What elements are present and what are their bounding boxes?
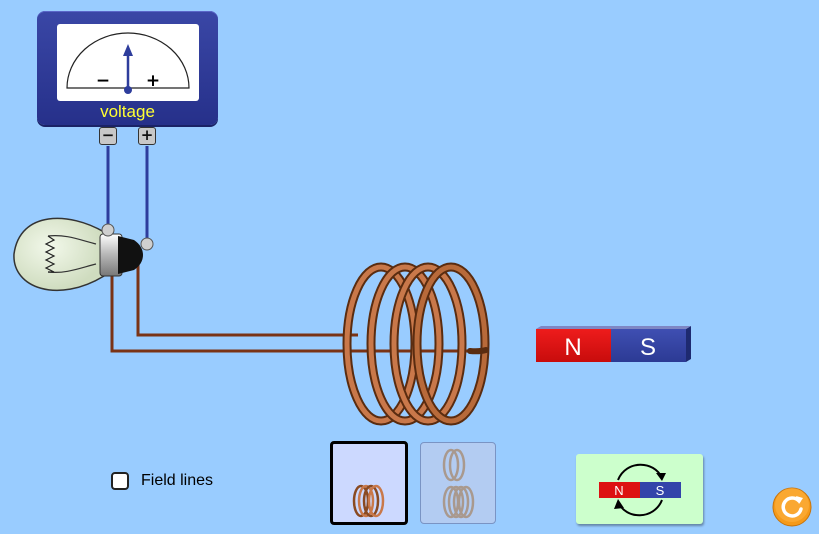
magnet-south-pole — [611, 329, 686, 362]
meter-face: − + — [57, 24, 199, 101]
flip-south-label: S — [656, 483, 665, 498]
meter-label: voltage — [100, 102, 155, 121]
reset-button[interactable] — [772, 487, 812, 527]
light-bulb — [13, 217, 154, 292]
meter-needle-pivot — [124, 86, 132, 94]
flip-magnet-icon: N S — [599, 463, 681, 517]
bulb-terminal-right — [140, 237, 154, 251]
meter-plus-label: + — [146, 71, 160, 91]
one-loop-coil-button[interactable] — [330, 441, 408, 525]
meter-terminal-positive: + — [138, 127, 156, 145]
meter-terminal-negative: − — [99, 127, 117, 145]
flip-magnet-button[interactable]: N S — [576, 454, 703, 524]
two-loop-coil-icon — [442, 448, 475, 519]
meter-minus-label: − — [96, 71, 110, 91]
two-loop-coil-button[interactable] — [420, 442, 496, 524]
bulb-terminal-left — [101, 223, 115, 237]
one-loop-coil-icon — [352, 484, 385, 518]
field-lines-label: Field lines — [141, 472, 214, 489]
flip-north-label: N — [614, 483, 623, 498]
field-lines-toggle[interactable]: Field lines — [111, 472, 213, 490]
flip-south-pole — [640, 482, 681, 498]
meter-needle-tip — [123, 44, 133, 56]
coil[interactable] — [342, 262, 490, 426]
meter-dial: − + — [66, 32, 190, 94]
magnet-south-label: S — [640, 334, 656, 361]
flip-north-pole — [599, 482, 640, 498]
magnet-north-pole — [536, 329, 611, 362]
coil-wire-inner — [136, 258, 358, 337]
voltmeter: − + voltage — [37, 11, 218, 125]
bar-magnet[interactable]: N S — [536, 326, 691, 362]
refresh-icon — [772, 487, 812, 527]
magnet-north-label: N — [564, 334, 581, 361]
field-lines-checkbox[interactable] — [111, 472, 129, 490]
